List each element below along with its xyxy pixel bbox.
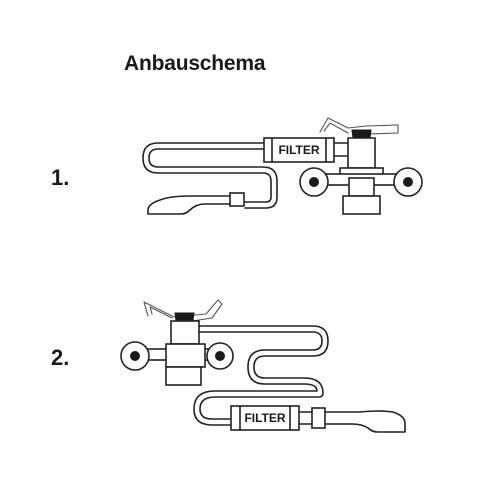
hose-2-inner [193, 331, 323, 426]
pipe-2 [298, 411, 313, 425]
valve-lever-2 [143, 299, 223, 322]
wheel-right-1 [393, 167, 423, 197]
shower-head-1 [147, 195, 231, 215]
step-number-2: 2. [51, 345, 70, 370]
valve-body-1 [347, 137, 376, 169]
valve-body-2 [170, 320, 200, 345]
hose-2-connector [311, 407, 326, 429]
wheel-right-2 [206, 342, 234, 370]
diagram-title: Anbauschema [124, 52, 266, 75]
valve-head-1 [351, 129, 372, 139]
filter-2-label: FILTER [244, 411, 285, 425]
pipe-1 [333, 142, 349, 157]
step-number-1: 1. [51, 165, 70, 190]
hose-1-outer [142, 142, 272, 203]
assembly-2: FILTER [120, 299, 406, 433]
filter-1-label: FILTER [278, 143, 319, 157]
wheel-left-2 [120, 341, 150, 371]
hose-2-outer [198, 325, 329, 420]
valve-lever-1 [319, 117, 399, 135]
shower-head-2 [324, 410, 406, 433]
valve-head-2 [174, 312, 195, 322]
hose-1-connector [229, 192, 245, 207]
wheel-left-1 [299, 167, 329, 197]
filter-2: FILTER [230, 405, 300, 431]
hose-1-inner [148, 148, 278, 209]
filter-1: FILTER [263, 137, 335, 163]
assembly-1: FILTER [142, 117, 423, 215]
